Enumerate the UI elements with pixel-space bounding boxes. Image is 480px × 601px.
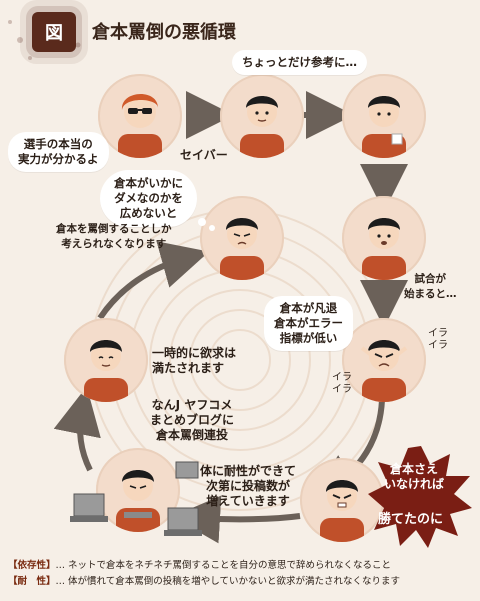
label-only-think: 倉本を罵倒することしか 考えられなくなります <box>56 223 172 250</box>
speech-sunglasses: 選手の本当の 実力が分かるよ <box>8 132 109 172</box>
character-frustrated <box>300 458 384 542</box>
title-block: 図 倉本罵倒の悪循環 <box>14 8 314 52</box>
label-tolerance: 体に耐性ができて 次第に投稿数が 増えていきます <box>200 464 297 508</box>
person-icon <box>362 218 406 280</box>
laptop-icon <box>175 461 199 479</box>
thought-dots <box>198 218 215 231</box>
arrow-cycle-left-top <box>97 241 210 320</box>
person-icon <box>320 480 364 542</box>
label-game-start: 試合が 始まると… <box>404 273 457 300</box>
figure-badge: 図 <box>32 12 76 52</box>
character-surprised <box>342 196 426 280</box>
character-satisfied <box>64 318 148 402</box>
burst-text-bottom: 勝てたのに <box>378 512 444 527</box>
character-curious <box>220 74 304 158</box>
laptop-icon <box>70 493 108 522</box>
burst-shape <box>368 446 472 548</box>
footer-line-dependence: 【依存性】… ネットで倉本をネチネチ罵倒することを自分の意思で辞められなくなるこ… <box>8 560 392 571</box>
thought-bubble: 倉本がいかに ダメなのかを 広めないと <box>100 170 197 227</box>
footer-notes: 【依存性】… ネットで倉本をネチネチ罵倒することを自分の意思で辞められなくなるこ… <box>8 558 474 590</box>
person-icon <box>362 96 406 158</box>
person-icon <box>240 96 284 158</box>
page-title: 倉本罵倒の悪循環 <box>92 22 236 43</box>
label-posting: なんJ ヤフコメ まとめブログに 倉本罵倒連投 <box>150 398 235 442</box>
character-posting <box>96 448 180 532</box>
person-icon <box>116 470 160 532</box>
label-ira-1: イラ イラ <box>428 328 448 351</box>
person-icon <box>360 340 408 402</box>
label-ira-2: イラ イラ <box>332 372 352 395</box>
character-angry <box>342 318 426 402</box>
speech-top-right: ちょっとだけ参考に… <box>232 50 367 75</box>
laptop-icon <box>164 507 202 536</box>
speech-angry: 倉本が凡退 倉本がエラー 指標が低い <box>264 296 353 351</box>
character-reading <box>342 74 426 158</box>
character-thinking <box>200 196 284 280</box>
footer-line-tolerance: 【耐 性】… 体が慣れて倉本罵倒の投稿を増やしていかないと欲求が満たされなくなり… <box>8 576 400 587</box>
character-sunglasses <box>98 74 182 158</box>
person-icon <box>220 218 264 280</box>
person-icon <box>84 340 128 402</box>
sunglasses-person-icon <box>118 93 162 158</box>
burst-text-top: 倉本さえ いなければ <box>384 462 445 491</box>
label-temporary: 一時的に欲求は 満たされます <box>152 346 237 375</box>
arrow-cycle-bottom <box>172 495 301 544</box>
arrow-cycle-left-bottom <box>53 386 101 472</box>
label-saber: セイバー <box>180 148 228 162</box>
